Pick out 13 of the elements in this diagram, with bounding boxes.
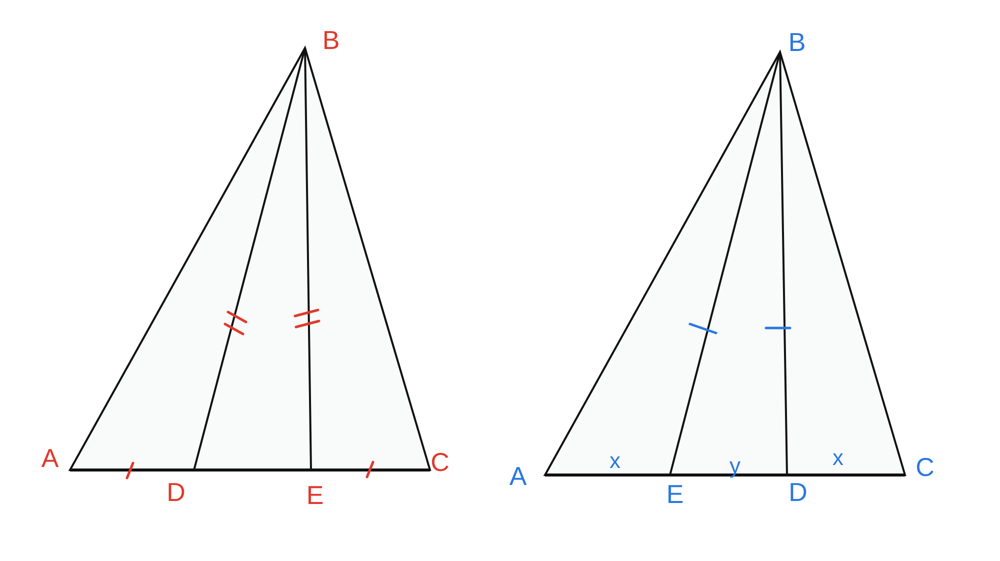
vertex-label: E [306,482,324,508]
vertex-label: B [788,29,806,55]
vertex-label: A [41,445,59,471]
vertex-label: E [666,481,684,507]
vertex-label: B [322,27,340,53]
length-label: x [832,447,844,469]
vertex-label: D [166,479,186,505]
vertex-label: C [916,454,934,480]
vertex-label: A [509,463,527,489]
vertex-label: C [430,449,450,475]
length-label: x [610,450,620,472]
length-label: y [730,455,740,477]
vertex-label: D [788,479,808,505]
